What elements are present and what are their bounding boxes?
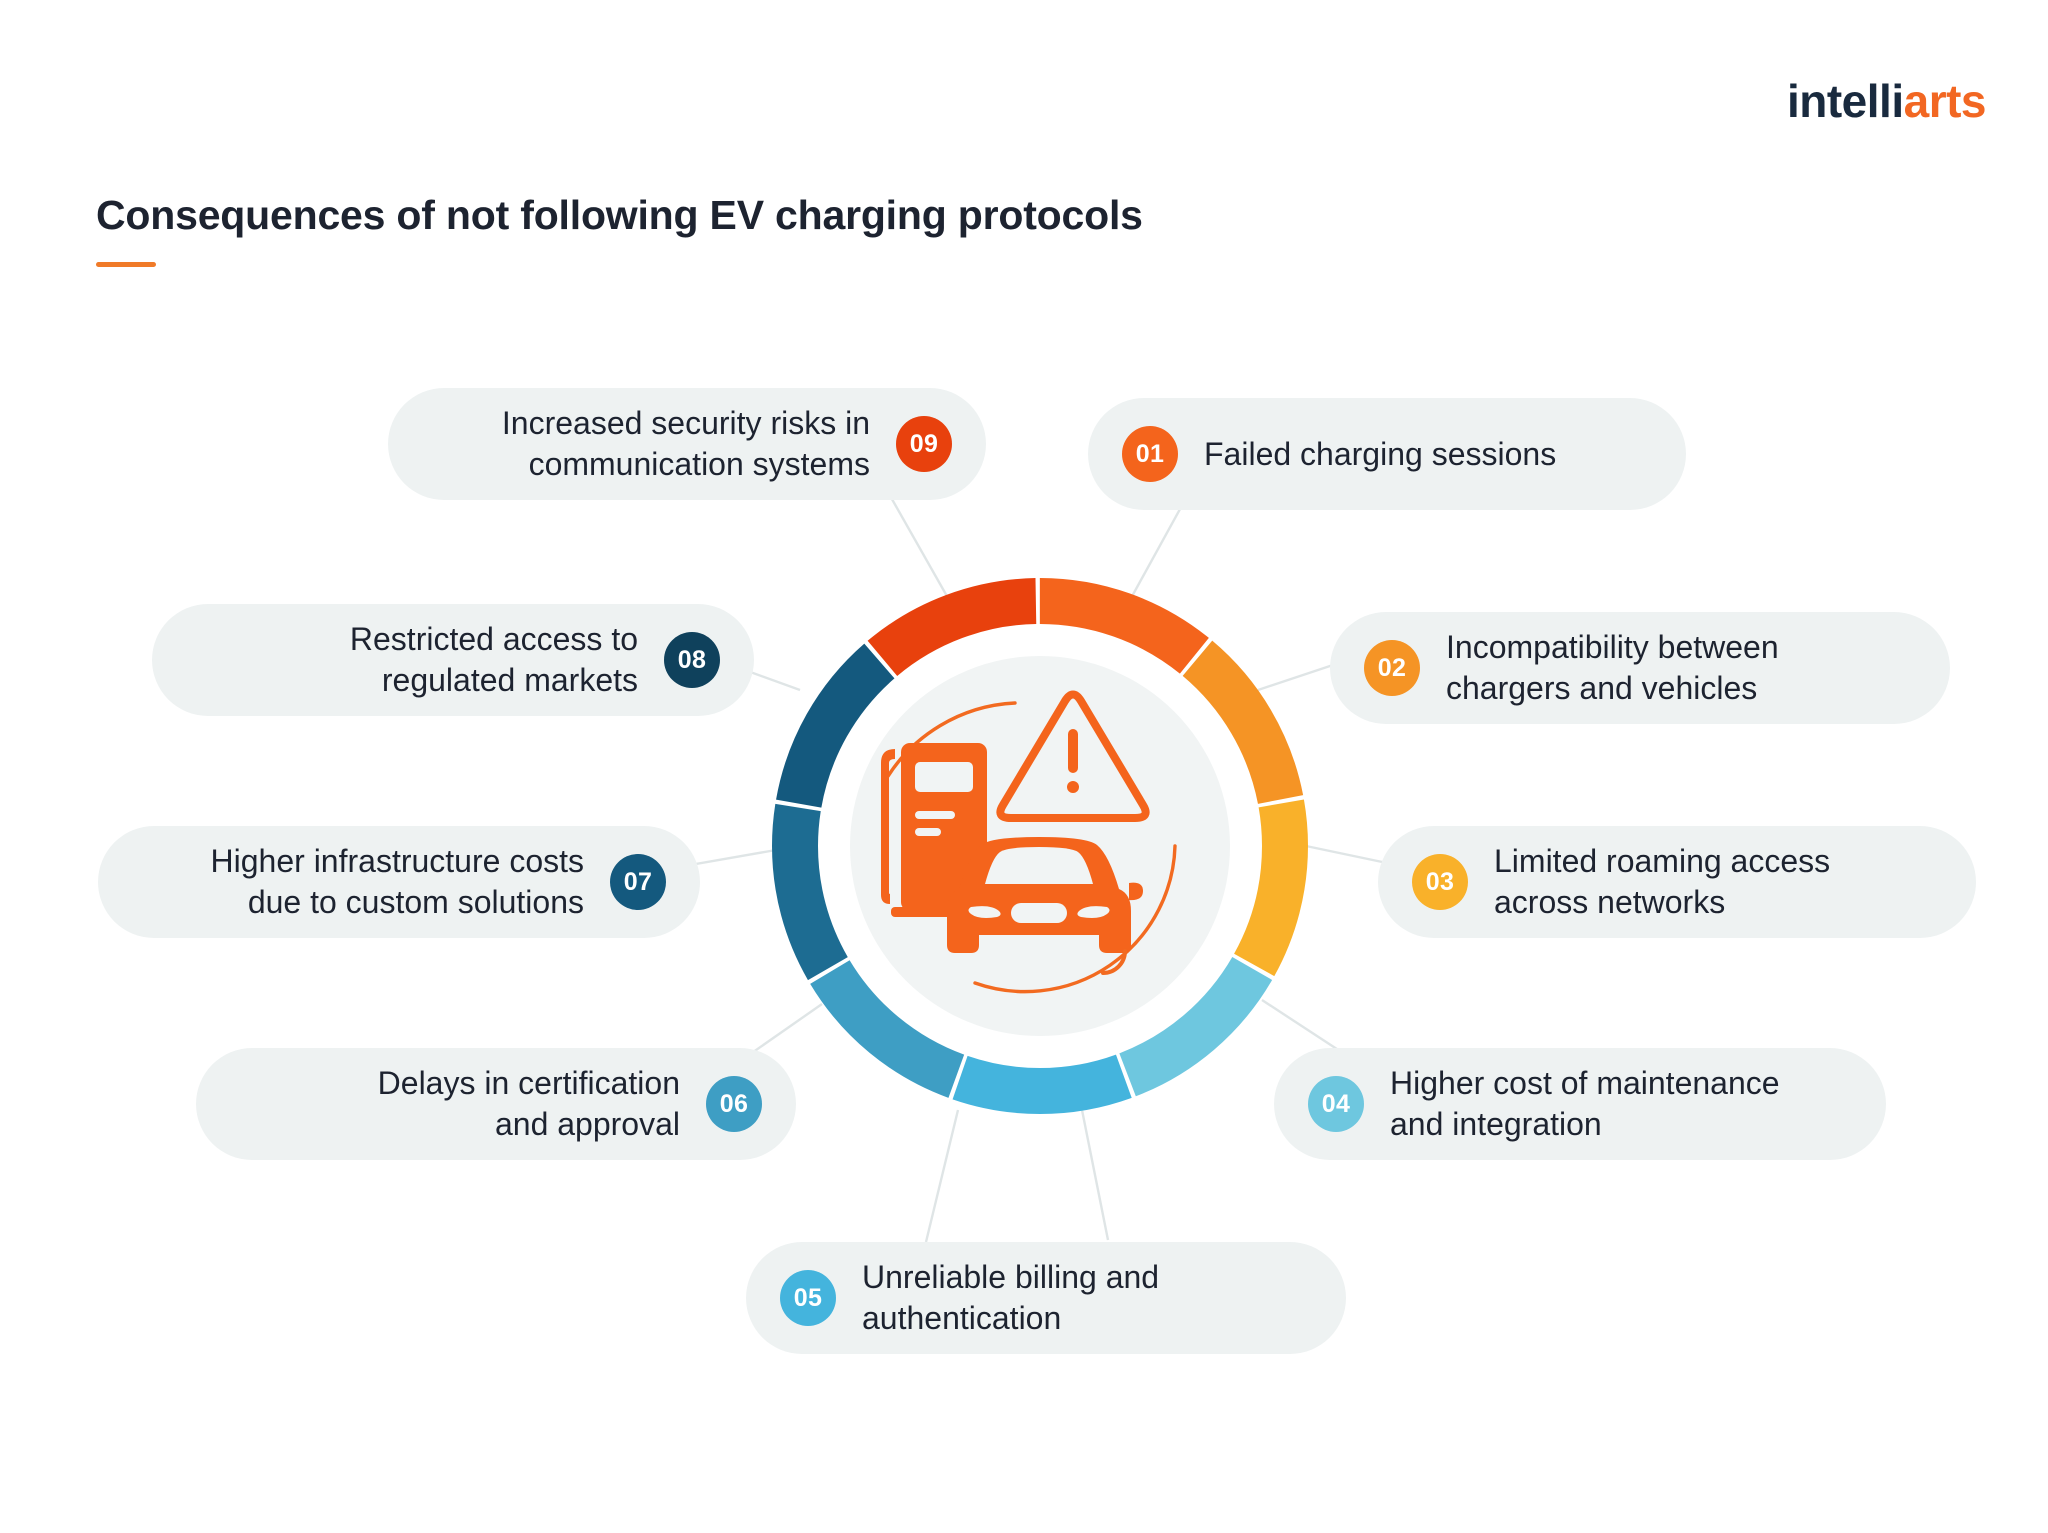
consequence-card-08[interactable]: Restricted access to regulated markets 0… — [152, 604, 754, 716]
consequence-card-07[interactable]: Higher infrastructure costs due to custo… — [98, 826, 700, 938]
consequence-card-03[interactable]: 03 Limited roaming access across network… — [1378, 826, 1976, 938]
consequence-badge-07: 07 — [610, 854, 666, 910]
title-underline-rule — [96, 262, 156, 267]
consequence-badge-04: 04 — [1308, 1076, 1364, 1132]
consequence-badge-01: 01 — [1122, 426, 1178, 482]
consequence-card-01[interactable]: 01 Failed charging sessions — [1088, 398, 1686, 510]
consequence-label-04: Higher cost of maintenance and integrati… — [1390, 1065, 1780, 1142]
consequence-label-07: Higher infrastructure costs due to custo… — [210, 843, 584, 920]
consequence-label-09: Increased security risks in communicatio… — [501, 405, 870, 482]
consequence-card-02[interactable]: 02 Incompatibility between chargers and … — [1330, 612, 1950, 724]
consequence-label-08: Restricted access to regulated markets — [349, 621, 638, 698]
donut-chart — [772, 578, 1308, 1114]
consequence-card-06[interactable]: Delays in certification and approval 06 — [196, 1048, 796, 1160]
intelliarts-logo: intelliarts — [1786, 75, 1987, 127]
consequence-label-06: Delays in certification and approval — [377, 1065, 680, 1142]
donut-segments — [772, 578, 1308, 1114]
consequence-badge-09: 09 — [896, 416, 952, 472]
consequence-label-01: Failed charging sessions — [1204, 435, 1557, 472]
consequence-label-05: Unreliable billing and authentication — [862, 1259, 1160, 1336]
consequence-badge-06: 06 — [706, 1076, 762, 1132]
consequence-badge-08: 08 — [664, 632, 720, 688]
consequence-label-03: Limited roaming access across networks — [1494, 843, 1831, 920]
consequence-label-02: Incompatibility between chargers and veh… — [1446, 629, 1779, 706]
page-title: Consequences of not following EV chargin… — [96, 192, 1143, 238]
logo-text-primary: intelli — [1786, 75, 1904, 127]
consequence-badge-02: 02 — [1364, 640, 1420, 696]
consequence-card-09[interactable]: Increased security risks in communicatio… — [388, 388, 986, 500]
consequence-badge-05: 05 — [780, 1270, 836, 1326]
consequence-card-04[interactable]: 04 Higher cost of maintenance and integr… — [1274, 1048, 1886, 1160]
consequence-badge-03: 03 — [1412, 854, 1468, 910]
logo-text-accent: arts — [1903, 75, 1987, 127]
consequence-card-05[interactable]: 05 Unreliable billing and authentication — [746, 1242, 1346, 1354]
ev-charging-warning-icon — [881, 690, 1177, 994]
